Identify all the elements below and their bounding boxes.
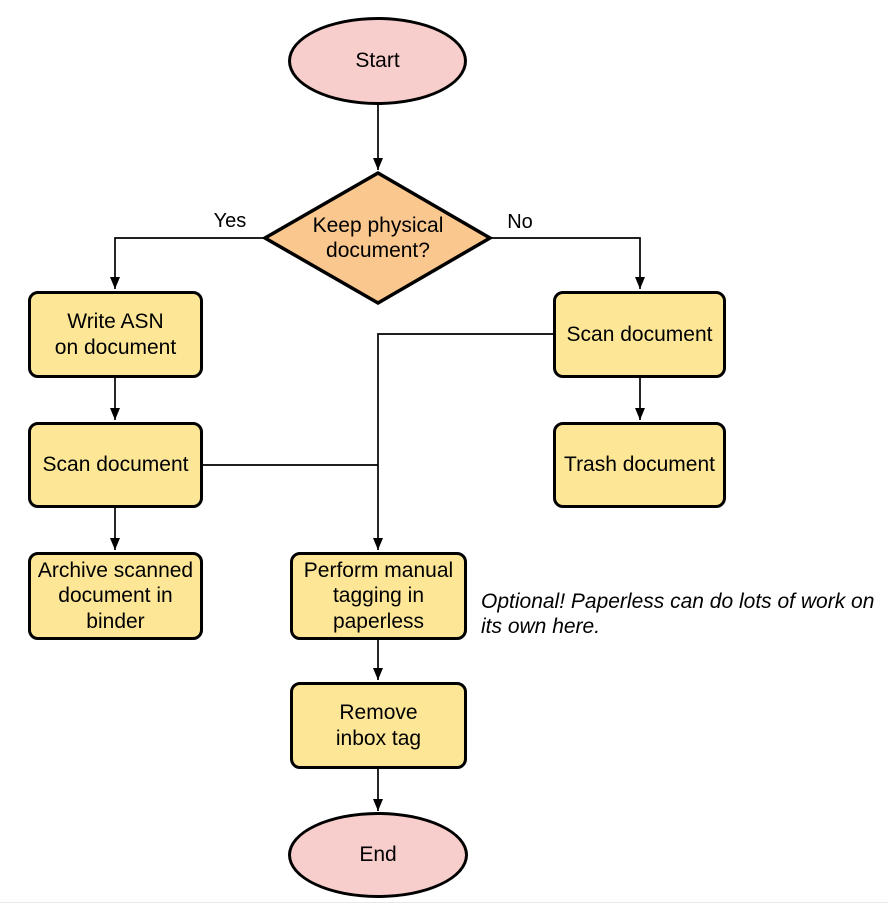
node-decision: Keep physical document? xyxy=(278,200,478,276)
node-manual-tagging-label: Perform manual tagging in paperless xyxy=(303,559,454,633)
node-trash-document: Trash document xyxy=(553,422,726,508)
edge-decision-to-write-asn xyxy=(110,237,265,289)
node-write-asn: Write ASN on document xyxy=(28,291,203,378)
edge-decision-to-scan-right xyxy=(490,237,645,289)
node-end: End xyxy=(288,812,468,898)
node-scan-document-left-label: Scan document xyxy=(42,453,189,477)
node-scan-document-left: Scan document xyxy=(28,422,203,508)
node-start-label: Start xyxy=(355,49,400,73)
edge-scan-right-to-tagging xyxy=(373,333,553,550)
node-remove-inbox-tag: Remove inbox tag xyxy=(290,682,467,769)
node-end-label: End xyxy=(359,843,397,867)
edge-label-no: No xyxy=(507,211,533,233)
node-remove-inbox-tag-label: Remove inbox tag xyxy=(335,701,422,750)
node-decision-label: Keep physical document? xyxy=(312,213,444,262)
node-write-asn-label: Write ASN on document xyxy=(54,310,177,359)
optional-note: Optional! Paperless can do lots of work … xyxy=(481,590,875,638)
node-archive-binder: Archive scanned document in binder xyxy=(28,552,203,640)
decision-diamond-shape xyxy=(261,170,494,306)
node-scan-document-right-label: Scan document xyxy=(566,322,713,346)
node-trash-document-label: Trash document xyxy=(564,453,715,477)
node-archive-binder-label: Archive scanned document in binder xyxy=(37,559,194,633)
node-start: Start xyxy=(288,17,467,105)
bottom-divider xyxy=(0,902,888,903)
node-manual-tagging: Perform manual tagging in paperless xyxy=(290,552,467,640)
edge-label-yes: Yes xyxy=(213,210,247,232)
node-scan-document-right: Scan document xyxy=(553,291,726,378)
